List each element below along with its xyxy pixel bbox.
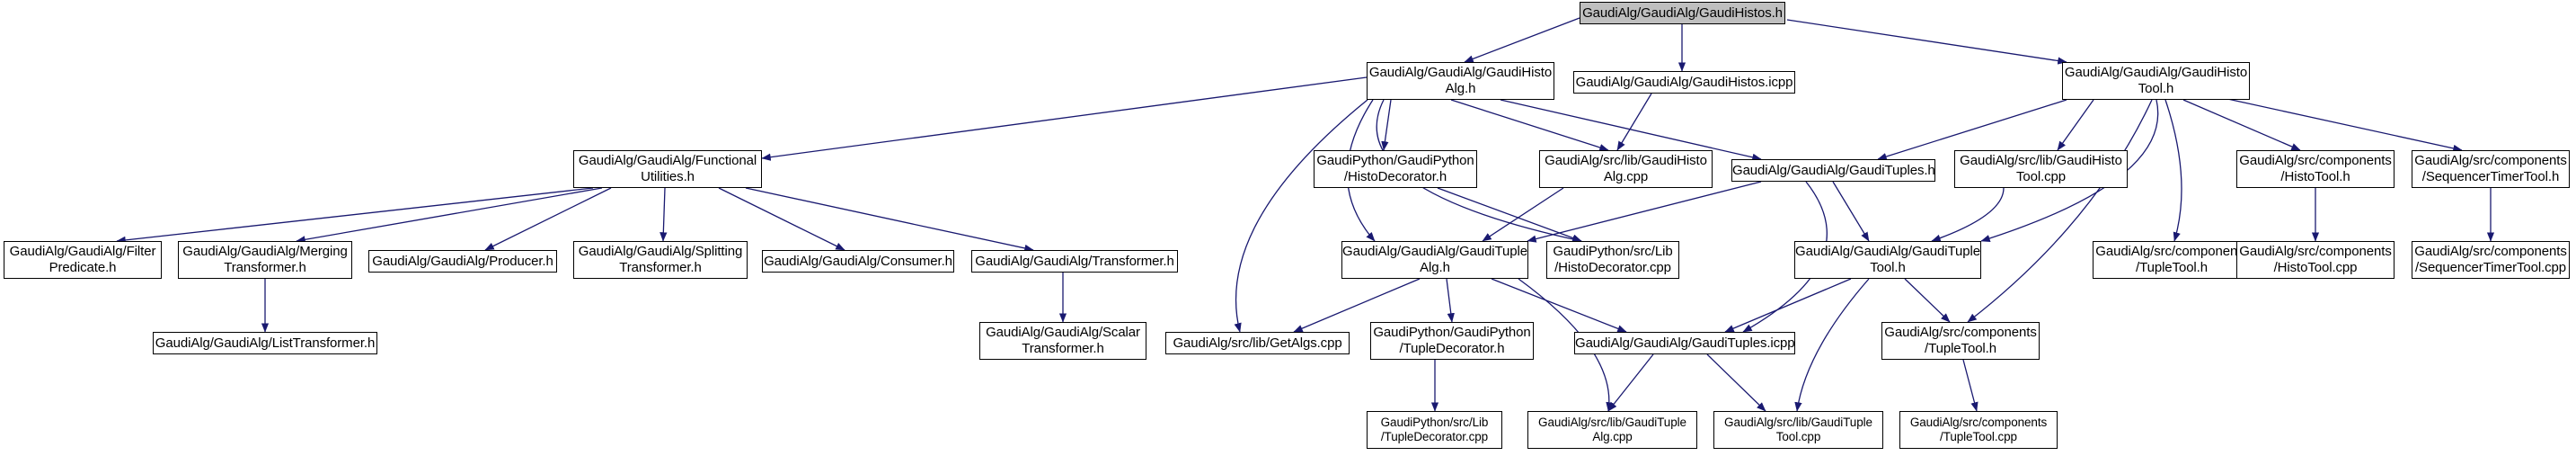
graph-edge bbox=[116, 187, 594, 245]
graph-edge bbox=[1706, 353, 1766, 412]
graph-node[interactable]: GaudiAlg/src/lib/GaudiTuple Tool.cpp bbox=[1713, 411, 1883, 449]
graph-node-label: GaudiAlg/src/lib/GaudiHisto Tool.cpp bbox=[1960, 153, 2122, 184]
graph-node-label: GaudiAlg/GaudiAlg/ListTransformer.h bbox=[155, 335, 376, 351]
graph-edge bbox=[1607, 353, 1654, 412]
graph-node-label: GaudiAlg/GaudiAlg/GaudiTuples.icpp bbox=[1575, 335, 1795, 351]
graph-node[interactable]: GaudiAlg/GaudiAlg/Consumer.h bbox=[762, 250, 954, 273]
graph-node[interactable]: GaudiAlg/GaudiAlg/Functional Utilities.h bbox=[573, 150, 762, 188]
graph-node-label: GaudiAlg/src/lib/GaudiTuple Alg.cpp bbox=[1538, 416, 1686, 443]
graph-node-label: GaudiAlg/src/lib/GaudiTuple Tool.cpp bbox=[1724, 416, 1872, 443]
graph-edge bbox=[2057, 99, 2094, 151]
graph-node[interactable]: GaudiAlg/src/components /HistoTool.cpp bbox=[2236, 241, 2395, 279]
graph-edge bbox=[1482, 187, 1564, 242]
graph-node[interactable]: GaudiPython/GaudiPython /TupleDecorator.… bbox=[1370, 322, 1534, 360]
graph-node-label: GaudiAlg/GaudiAlg/Filter Predicate.h bbox=[9, 244, 156, 275]
graph-node-label: GaudiPython/src/Lib /TupleDecorator.cpp bbox=[1380, 416, 1489, 443]
graph-node-label: GaudiAlg/GaudiAlg/Splitting Transformer.… bbox=[578, 244, 743, 275]
graph-node[interactable]: GaudiAlg/src/components /TupleTool.h bbox=[1881, 322, 2040, 360]
graph-node[interactable]: GaudiAlg/src/components /SequencerTimerT… bbox=[2412, 150, 2570, 188]
graph-node[interactable]: GaudiAlg/src/lib/GaudiHisto Alg.cpp bbox=[1539, 150, 1713, 188]
graph-node-label: GaudiAlg/GaudiAlg/Merging Transformer.h bbox=[182, 244, 348, 275]
graph-node-label: GaudiAlg/src/lib/GetAlgs.cpp bbox=[1173, 335, 1342, 351]
graph-edge bbox=[2218, 96, 2463, 152]
graph-edge bbox=[1381, 99, 1392, 151]
graph-edge bbox=[1931, 187, 2005, 242]
graph-node-label: GaudiPython/GaudiPython /HistoDecorator.… bbox=[1316, 153, 1474, 184]
graph-node[interactable]: GaudiAlg/GaudiAlg/GaudiTuples.icpp bbox=[1574, 332, 1795, 354]
graph-node[interactable]: GaudiPython/src/Lib /HistoDecorator.cpp bbox=[1546, 241, 1679, 279]
graph-node[interactable]: GaudiAlg/src/lib/GaudiHisto Tool.cpp bbox=[1954, 150, 2128, 188]
graph-node[interactable]: GaudiAlg/GaudiAlg/Transformer.h bbox=[971, 250, 1178, 273]
graph-edge bbox=[2164, 99, 2182, 242]
graph-edge bbox=[1616, 93, 1652, 151]
graph-node-label: GaudiAlg/src/components /TupleTool.cpp bbox=[1909, 416, 2048, 443]
graph-node[interactable]: GaudiAlg/GaudiAlg/Filter Predicate.h bbox=[4, 241, 162, 279]
graph-edge bbox=[1527, 181, 1762, 243]
graph-edge bbox=[1450, 99, 1609, 151]
graph-node[interactable]: GaudiAlg/GaudiAlg/ListTransformer.h bbox=[153, 332, 377, 354]
graph-node[interactable]: GaudiAlg/GaudiAlg/Scalar Transformer.h bbox=[979, 322, 1146, 360]
graph-node[interactable]: GaudiAlg/GaudiAlg/Producer.h bbox=[368, 250, 557, 273]
graph-node[interactable]: GaudiAlg/src/lib/GetAlgs.cpp bbox=[1165, 332, 1350, 354]
graph-node-label: GaudiPython/GaudiPython /TupleDecorator.… bbox=[1373, 325, 1531, 356]
graph-node[interactable]: GaudiPython/GaudiPython /HistoDecorator.… bbox=[1314, 150, 1477, 188]
graph-edge bbox=[1832, 181, 1870, 242]
graph-node[interactable]: GaudiAlg/GaudiAlg/GaudiHisto Alg.h bbox=[1367, 62, 1554, 100]
graph-node-label: GaudiAlg/GaudiAlg/GaudiTuple Alg.h bbox=[1342, 244, 1527, 275]
graph-node-label: GaudiAlg/src/components /TupleTool.h bbox=[2095, 244, 2248, 275]
graph-node[interactable]: GaudiAlg/src/components /SequencerTimerT… bbox=[2412, 241, 2570, 279]
graph-node-label: GaudiAlg/src/lib/GaudiHisto Alg.cpp bbox=[1545, 153, 1707, 184]
graph-edge bbox=[2182, 99, 2301, 151]
graph-edge bbox=[1464, 17, 1580, 63]
graph-edge bbox=[761, 76, 1368, 161]
graph-node-label: GaudiAlg/GaudiAlg/Scalar Transformer.h bbox=[986, 325, 1140, 356]
graph-node-label: GaudiAlg/src/components /SequencerTimerT… bbox=[2414, 153, 2567, 184]
graph-node[interactable]: GaudiAlg/GaudiAlg/Merging Transformer.h bbox=[178, 241, 352, 279]
graph-node[interactable]: GaudiAlg/GaudiAlg/Splitting Transformer.… bbox=[573, 241, 748, 279]
graph-edge bbox=[1446, 278, 1455, 323]
graph-edge bbox=[1437, 187, 1582, 242]
graph-edge bbox=[745, 187, 1034, 253]
graph-node-root[interactable]: GaudiAlg/GaudiAlg/GaudiHistos.h bbox=[1580, 2, 1785, 24]
graph-node-label: GaudiAlg/GaudiAlg/Functional Utilities.h bbox=[578, 153, 757, 184]
graph-node[interactable]: GaudiAlg/GaudiAlg/GaudiHistos.icpp bbox=[1573, 71, 1795, 94]
graph-edge bbox=[1786, 19, 2067, 65]
graph-node-label: GaudiAlg/GaudiAlg/GaudiHistos.icpp bbox=[1575, 74, 1793, 90]
graph-node-label: GaudiAlg/src/components /HistoTool.h bbox=[2239, 153, 2392, 184]
graph-edge bbox=[1794, 278, 1870, 412]
graph-node-label: GaudiAlg/GaudiAlg/Transformer.h bbox=[975, 253, 1174, 269]
graph-node-label: GaudiAlg/GaudiAlg/GaudiHisto Alg.h bbox=[1368, 65, 1553, 96]
graph-edge bbox=[659, 187, 668, 242]
graph-node-label: GaudiPython/src/Lib /HistoDecorator.cpp bbox=[1553, 244, 1673, 275]
graph-node[interactable]: GaudiAlg/GaudiAlg/GaudiHisto Tool.h bbox=[2062, 62, 2250, 100]
graph-node-label: GaudiAlg/GaudiAlg/GaudiTuple Tool.h bbox=[1795, 244, 1980, 275]
graph-node-label: GaudiAlg/GaudiAlg/GaudiTuples.h bbox=[1732, 162, 1935, 178]
graph-node-label: GaudiAlg/GaudiAlg/GaudiHistos.h bbox=[1582, 4, 1783, 21]
graph-edge bbox=[1967, 99, 2153, 323]
graph-edge bbox=[1904, 278, 1951, 323]
graph-node-label: GaudiAlg/src/components /SequencerTimerT… bbox=[2414, 244, 2567, 275]
graph-edge bbox=[1724, 278, 1852, 333]
graph-node[interactable]: GaudiAlg/GaudiAlg/GaudiTuple Tool.h bbox=[1794, 241, 1981, 279]
graph-node-label: GaudiAlg/src/components /HistoTool.cpp bbox=[2239, 244, 2392, 275]
graph-edge bbox=[296, 187, 603, 244]
graph-node[interactable]: GaudiAlg/src/components /TupleTool.cpp bbox=[1899, 411, 2058, 449]
graph-edge bbox=[1234, 99, 1368, 333]
graph-node[interactable]: GaudiAlg/src/lib/GaudiTuple Alg.cpp bbox=[1527, 411, 1697, 449]
graph-edge bbox=[1962, 359, 1978, 412]
graph-node[interactable]: GaudiAlg/GaudiAlg/GaudiTuples.h bbox=[1731, 159, 1935, 182]
graph-node[interactable]: GaudiPython/src/Lib /TupleDecorator.cpp bbox=[1367, 411, 1502, 449]
graph-node-label: GaudiAlg/src/components /TupleTool.h bbox=[1884, 325, 2037, 356]
graph-node[interactable]: GaudiAlg/src/components /TupleTool.h bbox=[2093, 241, 2251, 279]
graph-node[interactable]: GaudiAlg/GaudiAlg/GaudiTuple Alg.h bbox=[1341, 241, 1528, 279]
graph-node-label: GaudiAlg/GaudiAlg/GaudiHisto Tool.h bbox=[2064, 65, 2248, 96]
graph-node-label: GaudiAlg/GaudiAlg/Consumer.h bbox=[764, 253, 952, 269]
graph-node-label: GaudiAlg/GaudiAlg/Producer.h bbox=[372, 253, 553, 269]
graph-node[interactable]: GaudiAlg/src/components /HistoTool.h bbox=[2236, 150, 2395, 188]
